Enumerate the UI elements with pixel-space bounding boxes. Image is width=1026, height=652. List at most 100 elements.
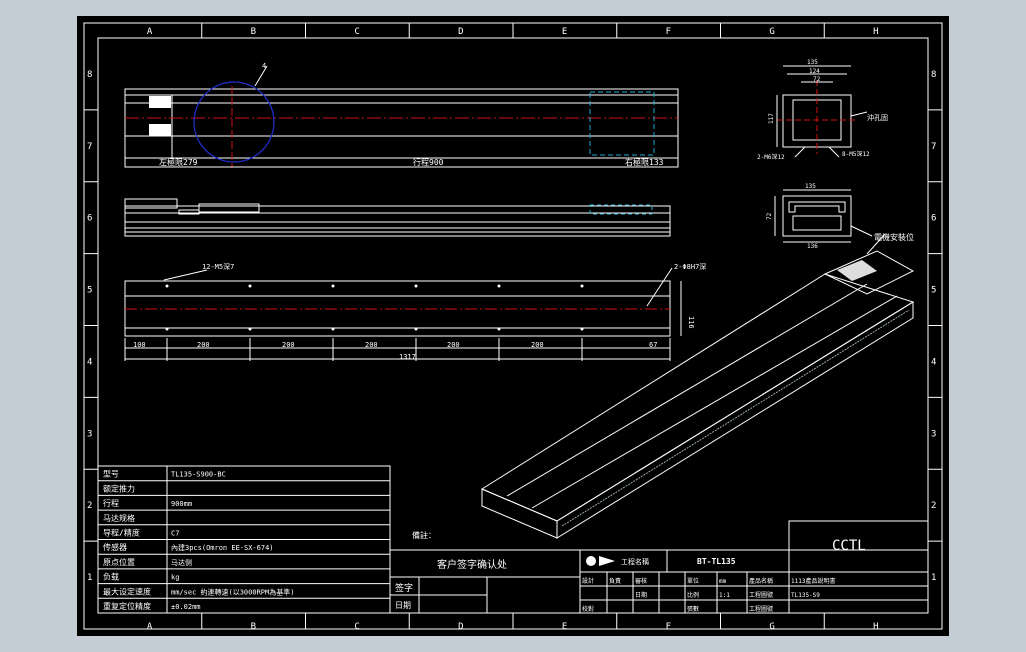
title-block-cell: 工程圖號 [749, 605, 773, 613]
spec-label: 导程/精度 [103, 528, 140, 538]
notes-label: 備註： [412, 530, 436, 540]
row-label-2-right: 2 [931, 501, 936, 511]
column-label-G-bottom: G [769, 622, 774, 632]
column-label-E-top: E [562, 27, 567, 37]
column-label-C-bottom: C [354, 622, 359, 632]
mount-hole [414, 284, 418, 288]
title-block-cell: 單位 [687, 577, 699, 585]
spec-value: TL135-S900-BC [171, 471, 226, 479]
column-label-D-top: D [458, 27, 463, 37]
isometric-view [480, 233, 915, 539]
column-label-B-bottom: B [251, 622, 256, 632]
bottom-hole-marks [165, 284, 584, 361]
mount-hole [497, 327, 501, 331]
mount-hole [497, 284, 501, 288]
total-length: 1317 [399, 353, 416, 361]
title-block-cell: 比例 [687, 591, 699, 599]
row-label-2-left: 2 [87, 501, 92, 511]
approval-sign: 签字 [395, 582, 413, 594]
iso-note: 電機安裝位 [874, 232, 914, 242]
height-dim: 116 [687, 316, 695, 329]
top-view [124, 65, 679, 168]
row-label-4-left: 4 [87, 357, 92, 367]
column-label-D-bottom: D [458, 622, 463, 632]
column-label-A-top: A [147, 27, 153, 37]
hole-note-left: 12-M5深7 [202, 262, 234, 271]
mount-hole [331, 284, 335, 288]
spec-value: mm/sec 約連轉速(以3000RPM為基準) [171, 587, 294, 596]
company-name: CCTL [832, 538, 866, 554]
end-note-br: 8-M5深12 [842, 150, 870, 158]
row-label-7-left: 7 [87, 142, 92, 152]
row-label-6-left: 6 [87, 214, 92, 224]
title-block-columns [606, 572, 790, 613]
bottom-spacing-labels: 100 200 200 200 200 200 67 1317 [133, 341, 657, 361]
spacing-6: 200 [531, 341, 544, 349]
spec-label: 型号 [103, 470, 119, 479]
mount-hole [165, 284, 169, 288]
column-label-H-top: H [873, 27, 878, 37]
mount-hole [580, 327, 584, 331]
spec-label: 重复定位精度 [103, 601, 151, 611]
section-view [774, 189, 873, 243]
spacing-4: 200 [365, 341, 378, 349]
mount-hole [165, 327, 169, 331]
row-label-7-right: 7 [931, 142, 936, 152]
spec-label: 传感器 [103, 542, 127, 552]
title-block-cell: 審核 [635, 577, 647, 585]
title-block [579, 520, 929, 614]
title-block-cell: 1:1 [719, 592, 730, 599]
spec-value: 內建3pcs(Omron EE-SX-674) [171, 543, 274, 552]
end-note-right: 沖孔固 [867, 113, 888, 122]
bottom-view [124, 267, 682, 361]
title-block-cell: 工程圖號 [749, 591, 773, 599]
row-label-3-right: 3 [931, 429, 936, 439]
frame-grid-ticks [84, 23, 942, 629]
row-label-6-right: 6 [931, 214, 936, 224]
approval-title: 客户签字确认处 [437, 558, 507, 571]
title-block-cell: 1113產品說明書 [791, 577, 835, 585]
end-height: 117 [768, 113, 775, 124]
mount-hole [414, 327, 418, 331]
mount-hole [580, 284, 584, 288]
spacing-5: 200 [447, 341, 460, 349]
spacing-3: 200 [282, 341, 295, 349]
row-label-1-left: 1 [87, 573, 92, 583]
spacing-2: 200 [197, 341, 210, 349]
mount-hole [248, 284, 252, 288]
row-label-4-right: 4 [931, 357, 936, 367]
column-label-F-bottom: F [666, 622, 671, 632]
row-label-5-right: 5 [931, 286, 936, 296]
title-block-cell: TL135-S9 [791, 592, 820, 599]
section-height: 72 [766, 212, 773, 220]
spec-label: 原点位置 [103, 557, 135, 567]
spec-label: 负载 [103, 572, 119, 582]
end-dim-2: 124 [809, 68, 820, 75]
column-label-H-bottom: H [873, 622, 878, 632]
spec-value: 900mm [171, 500, 192, 508]
side-view [124, 198, 671, 237]
row-label-5-left: 5 [87, 286, 92, 296]
title-block-cell: 設計 [582, 577, 594, 585]
spec-label: 额定推力 [103, 483, 135, 493]
row-label-1-right: 1 [931, 573, 936, 583]
inner-frame [97, 37, 929, 614]
section-width-top: 135 [805, 183, 816, 190]
title-block-cell: 產品名稱 [749, 577, 773, 585]
section-width-bottom: 136 [807, 243, 818, 250]
outer-frame [83, 22, 943, 630]
title-block-cell: 校對 [582, 605, 594, 613]
spec-value: 马达侧 [171, 558, 192, 567]
spec-label: 最大设定速度 [103, 586, 151, 596]
title-block-cell: 負責 [609, 577, 621, 585]
mount-hole [331, 327, 335, 331]
approval-date: 日期 [395, 601, 411, 610]
spacing-7: 67 [649, 341, 657, 349]
left-stroke-label: 左極限279 [159, 157, 198, 167]
